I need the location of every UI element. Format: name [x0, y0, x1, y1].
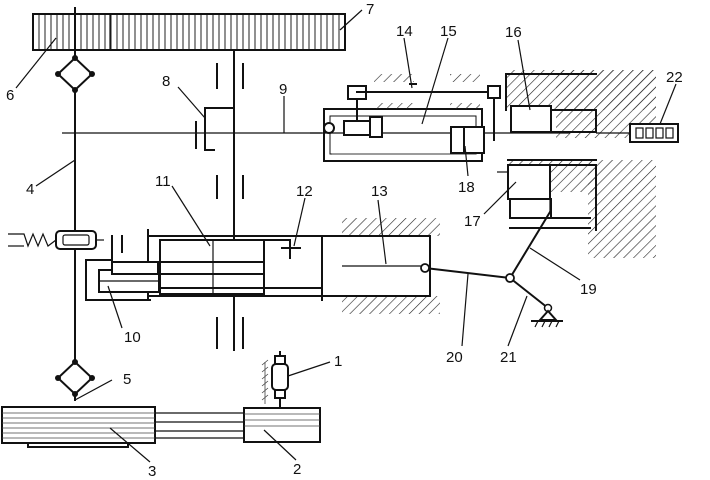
number-labels: 1 2 3 4 5 6 7 8 9 10 11 12 13 14 15 16 1… — [6, 1, 683, 480]
label-11: 11 — [155, 173, 171, 190]
housing-13 — [321, 218, 440, 314]
label-21: 21 — [500, 349, 517, 366]
label-20: 20 — [446, 349, 463, 366]
label-5: 5 — [123, 371, 131, 388]
belt — [155, 412, 244, 439]
vertical-shaft-8 — [195, 49, 244, 351]
label-22: 22 — [666, 69, 683, 86]
label-15: 15 — [440, 23, 457, 40]
large-gear-7 — [32, 13, 346, 51]
label-13: 13 — [371, 183, 388, 200]
slide-rod-14 — [356, 74, 501, 141]
linkage-20-21 — [420, 200, 563, 328]
label-9: 9 — [279, 81, 287, 98]
label-6: 6 — [6, 87, 14, 104]
pulley-2 — [243, 407, 321, 443]
label-3: 3 — [148, 463, 156, 480]
component-18 — [450, 126, 485, 154]
label-14: 14 — [396, 23, 413, 40]
label-17: 17 — [464, 213, 481, 230]
label-7: 7 — [366, 1, 374, 18]
label-8: 8 — [162, 73, 170, 90]
gear-train-10 — [85, 235, 160, 301]
spring-clutch — [8, 230, 104, 250]
gear-train-11 — [147, 229, 343, 301]
lower-die-17 — [497, 159, 656, 258]
label-1: 1 — [334, 353, 342, 370]
label-2: 2 — [293, 461, 301, 478]
label-16: 16 — [505, 24, 522, 41]
label-4: 4 — [26, 181, 34, 198]
universal-joint-upper — [55, 55, 95, 93]
pulley-3 — [1, 406, 156, 448]
label-12: 12 — [296, 183, 313, 200]
counter-22 — [596, 123, 679, 143]
label-10: 10 — [124, 329, 141, 346]
motor-1 — [261, 351, 289, 409]
leader-lines — [15, 9, 677, 463]
universal-joint-lower — [55, 359, 95, 397]
label-18: 18 — [458, 179, 475, 196]
label-19: 19 — [580, 281, 597, 298]
upper-die-16 — [505, 70, 656, 138]
